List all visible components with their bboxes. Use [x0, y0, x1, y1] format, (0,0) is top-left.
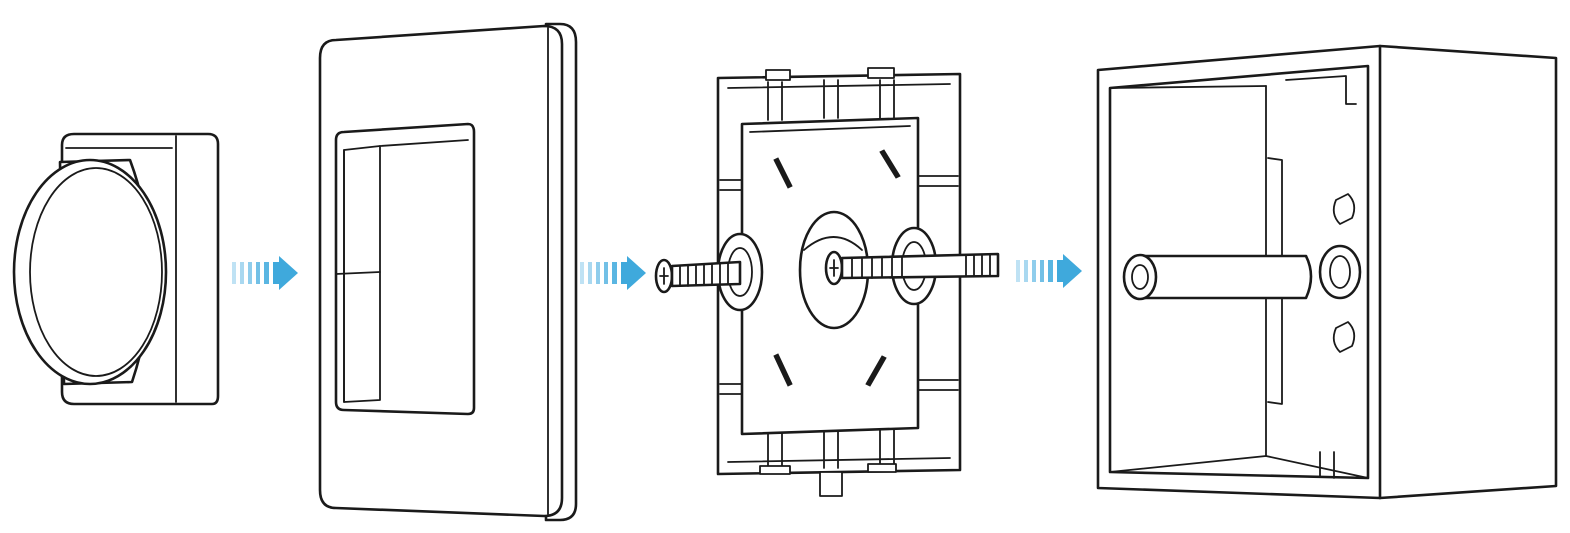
arrow-icon-step-3	[1016, 254, 1082, 288]
surface-mount-back-box	[1096, 44, 1558, 500]
arrow-icon-step-1	[232, 256, 298, 290]
dimmer-knob-module	[12, 132, 220, 406]
arrow-icon-step-2	[580, 256, 646, 290]
frame-cover-plate	[318, 22, 578, 522]
mounting-screw-left	[654, 258, 742, 294]
mounting-screw-right	[824, 250, 1000, 286]
